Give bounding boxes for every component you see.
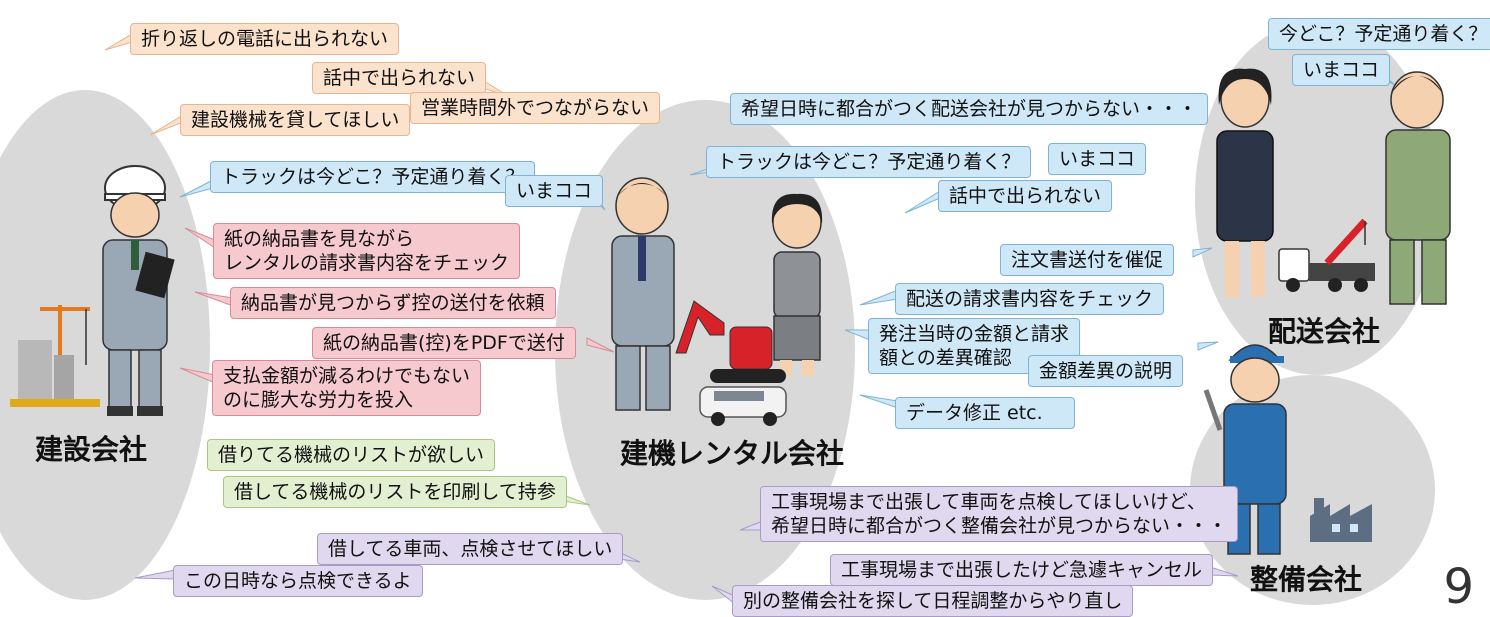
bubble-send-pdf: 紙の納品書(控)をPDFで送付 (312, 327, 576, 359)
bubble-request-copy: 納品書が見つからず控の送付を依頼 (230, 287, 556, 319)
factory-icon (1310, 498, 1372, 542)
bubble-inspect-ok: この日時なら点検できるよ (173, 565, 423, 597)
construction-worker-illustration (102, 165, 175, 416)
bubble-here-now-3: いまココ (1292, 54, 1391, 86)
bubble-here-now-2: いまココ (1048, 143, 1147, 175)
bubble-busy-line-2: 話中で出られない (938, 180, 1113, 212)
bubble-busy-line-1: 話中で出られない (312, 62, 487, 94)
bubble-after-hours: 営業時間外でつながらない (410, 92, 661, 124)
bubble-cancel: 工事現場まで出張したけど急遽キャンセル (830, 554, 1214, 586)
delivery-staff-woman-illustration (1216, 68, 1274, 297)
bubble-no-maintenance: 工事現場まで出張して車両を点検してほしいけど、 希望日時に都合がつく整備会社が見… (760, 486, 1239, 542)
bubble-explain-diff: 金額差異の説明 (1028, 355, 1184, 387)
bubble-check-invoice: 紙の納品書を見ながら レンタルの請求書内容をチェック (213, 223, 521, 279)
excavator-car-icon (675, 300, 787, 426)
bubble-redo: 別の整備会社を探して日程調整からやり直し (732, 585, 1134, 617)
bubble-bring-list: 借してる機械のリストを印刷して持参 (223, 476, 567, 508)
bubble-where-truck-1: トラックは今どこ？予定通り着く？ (210, 161, 536, 193)
bubble-check-delivery-invoice: 配送の請求書内容をチェック (895, 283, 1165, 315)
bubble-inspect-request: 借してる車両、点検させてほしい (317, 533, 624, 565)
bubble-effort: 支払金額が減るわけでもない のに膨大な労力を投入 (212, 360, 482, 416)
company-rental: 建機レンタル会社 (620, 437, 845, 470)
bubble-want-list: 借りてる機械のリストが欲しい (207, 439, 496, 471)
bubble-here-now-1: いまココ (505, 175, 604, 207)
bubble-where-truck-3: 今どこ？予定通り着く？ (1268, 18, 1490, 50)
delivery-staff-man-illustration (1385, 71, 1451, 305)
bubble-callback: 折り返しの電話に出られない (130, 23, 400, 55)
rental-staff-man-illustration (611, 177, 675, 411)
bubble-borrow-machine: 建設機械を貸してほしい (180, 104, 411, 136)
rental-staff-woman-illustration (771, 193, 823, 376)
mechanic-illustration (1203, 344, 1287, 555)
bubble-data-fix: データ修正 etc. (895, 397, 1075, 429)
crane-truck-icon (1278, 218, 1375, 292)
bubble-where-truck-2: トラックは今どこ？予定通り着く？ (706, 146, 1032, 178)
bubble-prompt-order: 注文書送付を催促 (1000, 244, 1175, 276)
building-crane-icon (10, 305, 100, 407)
bubble-no-delivery: 希望日時に都合がつく配送会社が見つからない・・・ (730, 93, 1209, 125)
company-maintenance: 整備会社 (1250, 563, 1363, 596)
company-delivery: 配送会社 (1268, 315, 1381, 348)
page-number: 9 (1443, 559, 1474, 615)
company-construction: 建設会社 (35, 433, 148, 466)
